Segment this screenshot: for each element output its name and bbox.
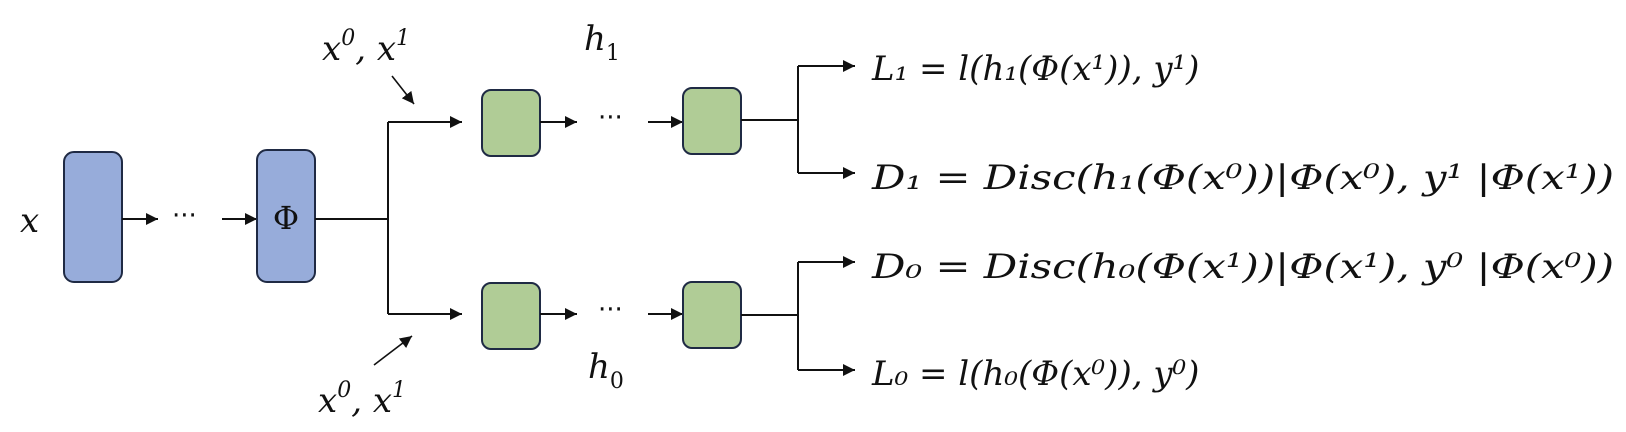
head-0-ellipsis: ···	[598, 295, 623, 325]
encoder-ellipsis: ···	[172, 201, 197, 231]
loss-1-formula: L₁ = l(h₁(Φ(x¹)), y¹)	[871, 49, 1199, 89]
input-pair-label-top: x0, x1	[322, 26, 410, 69]
head-0-label: h0	[588, 347, 624, 394]
input-label: x	[20, 201, 39, 241]
head-1-ellipsis: ···	[598, 103, 623, 133]
loss-0-formula: L₀ = l(h₀(Φ(x⁰)), y⁰)	[871, 354, 1199, 394]
disc-1-formula: D₁ = Disc(h₁(Φ(x⁰))|Φ(x⁰), y¹ |Φ(x¹))	[871, 158, 1614, 198]
phi-label: Φ	[273, 199, 299, 237]
arrow-input-pair-top	[391, 75, 415, 105]
head-1-last-layer	[682, 87, 742, 155]
head-1-label: h1	[584, 19, 620, 66]
arrow-input-pair-bottom	[373, 335, 413, 366]
head-0-first-layer	[481, 282, 541, 350]
disc-0-formula: D₀ = Disc(h₀(Φ(x¹))|Φ(x¹), y⁰ |Φ(x⁰))	[871, 247, 1614, 287]
head-1-first-layer	[481, 89, 541, 157]
phi-encoder-block	[256, 149, 316, 283]
encoder-layer-block	[63, 151, 123, 283]
input-pair-label-bottom: x0, x1	[318, 378, 406, 421]
head-0-last-layer	[682, 281, 742, 349]
